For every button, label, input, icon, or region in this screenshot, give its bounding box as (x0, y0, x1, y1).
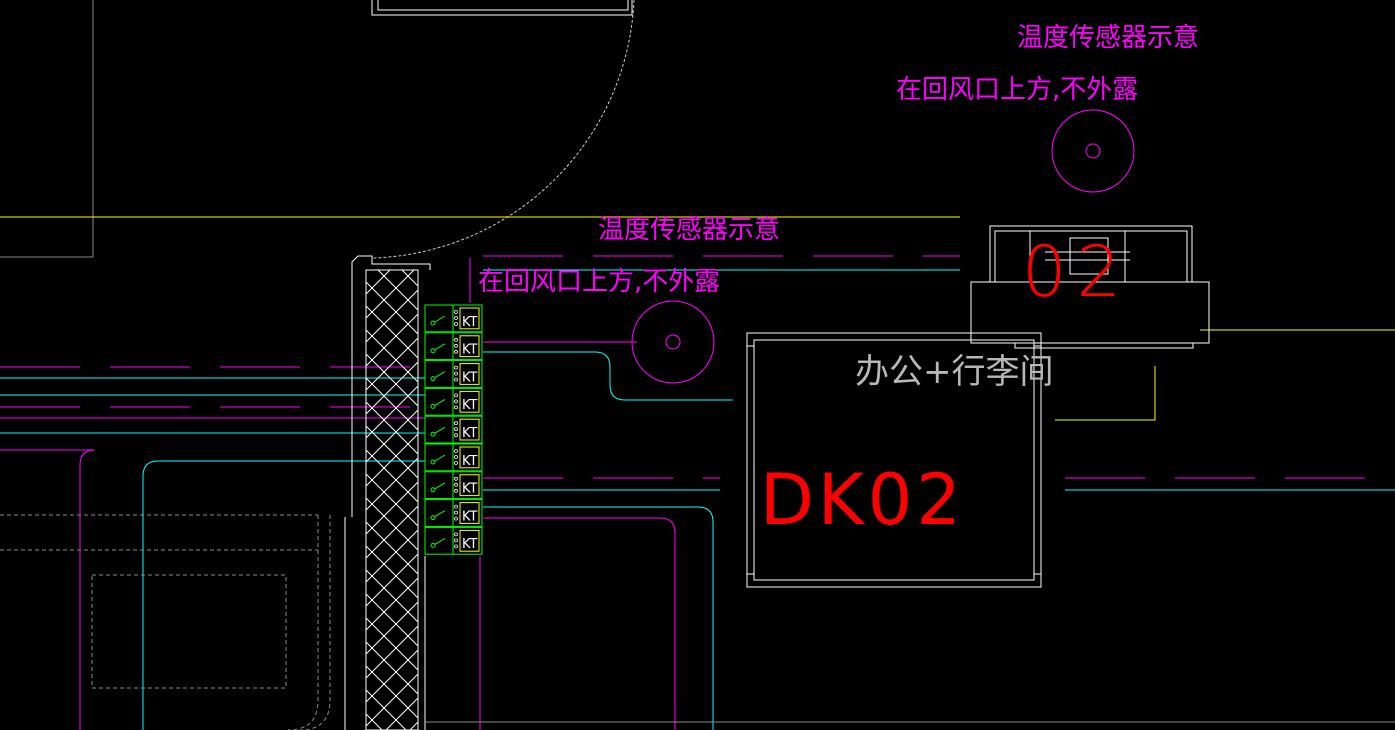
switch-label: KT (462, 482, 478, 497)
magenta-solid-pipes (0, 258, 676, 730)
cyan-pipes (0, 269, 1395, 730)
switch-label: KT (462, 426, 478, 441)
switch-row: KT (424, 471, 483, 500)
switch-panel: KT KT KT KT KT KT KT KT KT (424, 304, 483, 555)
switch-row: KT (424, 443, 483, 472)
temperature-sensor-top (1051, 109, 1135, 193)
switch-label: KT (462, 370, 478, 385)
switch-label: KT (462, 454, 478, 469)
sensor-title-top: 温度传感器示意 (1017, 23, 1199, 53)
switch-label: KT (462, 398, 478, 413)
switch-label: KT (462, 509, 478, 524)
switch-row: KT (424, 332, 483, 361)
indoor-unit-02 (970, 225, 1210, 349)
switch-row: KT (424, 499, 483, 527)
room-name: 办公+行李间 (855, 352, 1054, 392)
switch-label: KT (462, 315, 478, 330)
switch-row: KT (424, 387, 483, 416)
sensor-title-mid: 温度传感器示意 (598, 215, 780, 245)
switch-label: KT (462, 537, 478, 552)
switch-row: KT (424, 415, 483, 444)
temperature-sensor-mid (631, 300, 715, 384)
magenta-dashed-pipes (0, 255, 1395, 479)
room-code: DK02 (760, 459, 965, 541)
yellow-reference-lines (0, 216, 1395, 421)
switch-row: KT (424, 360, 483, 388)
furniture-blocks (0, 514, 331, 730)
sensor-note-mid: 在回风口上方,不外露 (478, 267, 720, 297)
hatched-wall (344, 255, 1395, 730)
room-dk02 (746, 332, 1042, 588)
switch-row: KT (424, 304, 483, 333)
switch-row: KT (424, 526, 483, 555)
existing-outline (0, 0, 633, 258)
sensor-note-top: 在回风口上方,不外露 (896, 75, 1138, 105)
curved-wall-arc (371, 0, 635, 259)
switch-label: KT (462, 343, 478, 358)
unit-code: 02 (1022, 231, 1131, 313)
